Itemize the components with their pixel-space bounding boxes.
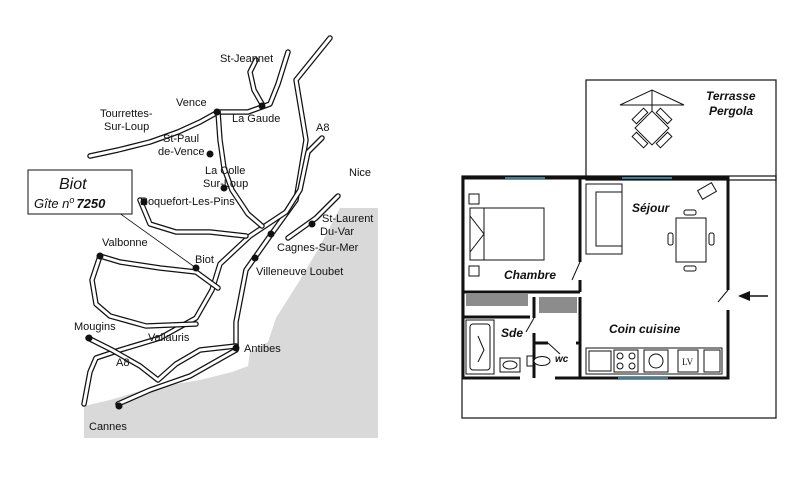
terrace-outline [585,79,777,181]
dishwasher-label: LV [682,357,694,367]
sink [643,349,669,373]
sofa [585,183,623,255]
town-dot-roquefort [140,198,148,206]
floor-plan: LV Terrasse Pergola Séjour Chambre Coin … [461,79,777,419]
doors [525,261,729,355]
closet [539,297,577,313]
cooktop [613,349,639,373]
town-dot-antibes [232,344,240,352]
town-dot-st-laurent [308,220,316,228]
tv [696,181,718,201]
leader-line [114,209,197,269]
town-dot-la-colle [220,184,228,192]
label-st-paul-2: de-Vence [158,146,204,158]
town-dot-cannes [115,402,123,410]
wardrobe [466,294,528,306]
windows [505,177,672,379]
sea-area [84,208,378,438]
town-dot-la-gaude [258,102,266,110]
town-dot-mougins [85,334,93,342]
room-wc: wc [555,354,569,365]
label-la-colle-1: La Colle [205,165,245,177]
town-dot-vence [213,108,221,116]
label-la-colle-2: Sur-Loup [203,178,248,190]
label-st-jeannet: St-Jeannet [220,53,273,65]
toilet [526,355,551,367]
town-dot-villeneuve [251,254,259,262]
label-cannes: Cannes [89,421,127,433]
label-cagnes: Cagnes-Sur-Mer [277,242,359,254]
room-terrasse-2: Pergola [709,104,753,118]
label-tourrettes-1: Tourrettes- [100,108,153,120]
room-coin-cuisine: Coin cuisine [609,322,681,336]
label-antibes: Antibes [244,343,281,355]
town-markers [85,102,316,410]
label-villeneuve: Villeneuve Loubet [256,266,343,278]
room-sde: Sde [501,326,523,340]
label-biot: Biot [195,254,214,266]
dishwasher [677,349,699,373]
shower [465,319,495,375]
room-terrasse-1: Terrasse [706,89,756,103]
label-st-laurent-2: Du-Var [320,226,354,238]
label-st-paul-1: St-Paul [163,133,199,145]
kitchen-counter: LV [585,347,723,375]
dining-table [667,209,715,272]
label-st-laurent-1: St-Laurent [322,213,373,225]
town-dot-st-paul [206,150,214,158]
bed [468,193,545,277]
washbasin [499,357,521,373]
house-walls [461,176,730,380]
label-a8-north: A8 [316,122,329,134]
label-la-gaude: La Gaude [232,113,280,125]
label-a8-south: A8 [116,357,129,369]
town-dot-valbonne [96,252,104,260]
title-biot: Biot [59,176,87,193]
label-vallauris: Vallauris [148,332,190,344]
town-dot-cagnes [267,230,275,238]
label-mougins: Mougins [74,321,116,333]
label-nice: Nice [349,167,371,179]
terrace-furniture [619,89,685,149]
town-dot-biot [192,264,200,272]
road-network [81,35,341,407]
entrance-arrow-icon [738,291,768,301]
label-roquefort: Roquefort-Les-Pins [140,196,235,208]
label-vence: Vence [176,97,207,109]
road-map: St-Jeannet Tourrettes- Sur-Loup Vence La… [27,35,378,438]
label-valbonne: Valbonne [102,237,148,249]
room-chambre: Chambre [504,268,556,282]
label-tourrettes-2: Sur-Loup [104,121,149,133]
room-sejour: Séjour [632,201,671,215]
